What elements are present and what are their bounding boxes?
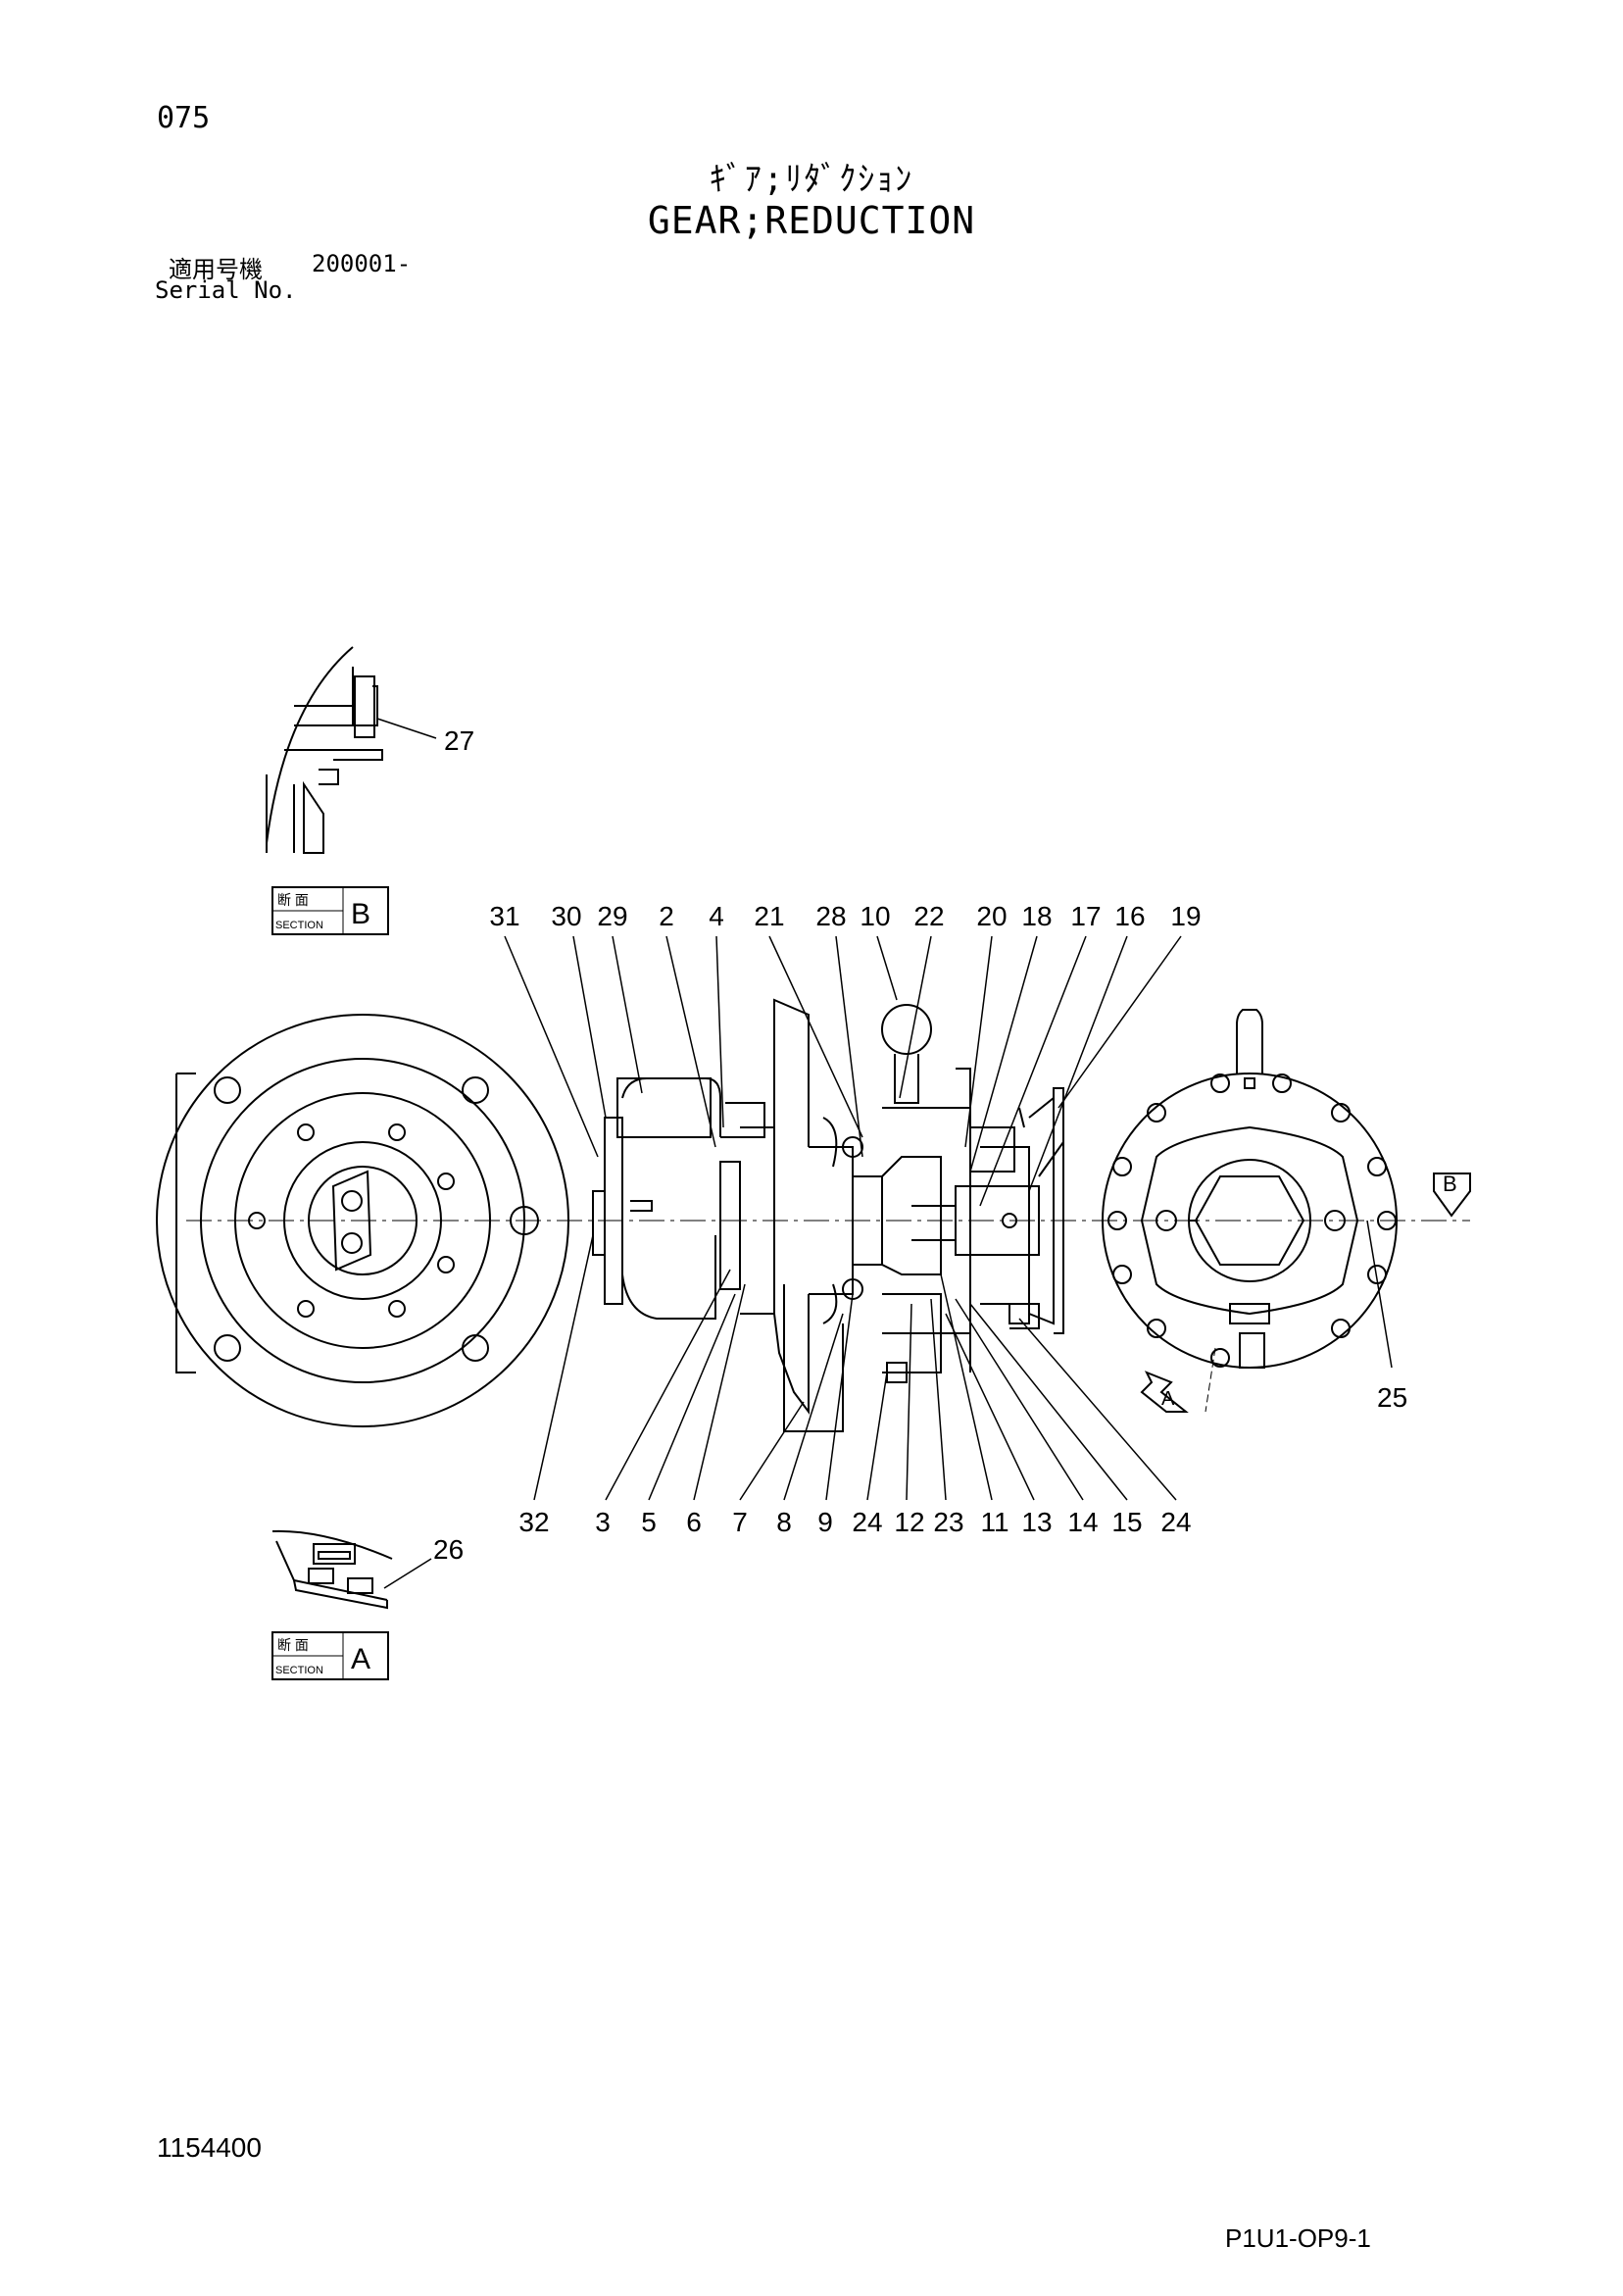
top-callout-31-0: 31: [489, 901, 519, 931]
top-callout-21-5: 21: [754, 901, 784, 931]
top-callout-22-8: 22: [913, 901, 944, 931]
top-callout-29-2: 29: [597, 901, 627, 931]
bottom-callout-9-6: 9: [817, 1507, 833, 1537]
callout-26: 26: [433, 1534, 464, 1565]
title-japanese: ｷﾞｱ;ﾘﾀﾞｸｼｮﾝ: [709, 160, 914, 199]
section-b-jp: 断 面: [277, 892, 309, 908]
top-callout-20-9: 20: [976, 901, 1007, 931]
bottom-callout-11-10: 11: [980, 1507, 1008, 1537]
top-callout-28-6: 28: [815, 901, 846, 931]
bottom-callout-5-2: 5: [641, 1507, 657, 1537]
bottom-callout-23-9: 23: [933, 1507, 963, 1537]
top-callout-2-3: 2: [659, 901, 674, 931]
section-b-en: SECTION: [275, 920, 323, 931]
serial-label-english: Serial No.: [155, 276, 297, 304]
leader-lines: [504, 935, 1393, 1501]
bottom-callout-7-4: 7: [732, 1507, 748, 1537]
top-callout-16-12: 16: [1114, 901, 1145, 931]
section-a-jp: 断 面: [277, 1637, 309, 1653]
section-b-detail: [266, 646, 437, 854]
page-code: P1U1-OP9-1: [1225, 2223, 1371, 2253]
drawing-number: 1154400: [157, 2132, 262, 2163]
section-a-detail: [271, 1529, 432, 1610]
bottom-callout-6-3: 6: [686, 1507, 702, 1537]
bottom-callout-15-13: 15: [1111, 1507, 1142, 1537]
bottom-callout-24-14: 24: [1160, 1507, 1191, 1537]
bottom-callout-12-8: 12: [894, 1507, 924, 1537]
view-arrow-a: [1140, 1371, 1189, 1413]
serial-label-japanese: 適用号機: [169, 257, 263, 283]
top-callout-10-7: 10: [860, 901, 890, 931]
bottom-callout-13-11: 13: [1021, 1507, 1052, 1537]
top-callout-18-10: 18: [1021, 901, 1052, 931]
center-section-view: [592, 998, 1064, 1432]
section-a-letter: A: [351, 1643, 370, 1675]
section-b-letter: B: [351, 898, 370, 930]
title-english: GEAR;REDUCTION: [647, 199, 976, 242]
top-callout-17-11: 17: [1070, 901, 1101, 931]
view-arrow-b: [1433, 1173, 1471, 1218]
bottom-callout-3-1: 3: [595, 1507, 611, 1537]
view-arrow-b-letter: B: [1443, 1172, 1457, 1196]
page-number: 075: [157, 101, 211, 135]
bottom-callout-14-12: 14: [1067, 1507, 1098, 1537]
serial-value: 200001-: [312, 250, 412, 277]
right-end-view: [1102, 1009, 1398, 1369]
top-callout-row: 31 30 29 2 4 21 28 10 22 20 18 17 16 19: [489, 901, 1201, 931]
section-a-en: SECTION: [275, 1665, 323, 1676]
top-callout-4-4: 4: [709, 901, 724, 931]
bottom-callout-24-7: 24: [852, 1507, 882, 1537]
bottom-callout-32-0: 32: [518, 1507, 549, 1537]
top-callout-30-1: 30: [551, 901, 581, 931]
view-arrow-a-letter: A: [1161, 1388, 1175, 1410]
callout-27: 27: [444, 725, 474, 756]
top-callout-19-13: 19: [1170, 901, 1201, 931]
callout-25: 25: [1377, 1382, 1407, 1413]
bottom-callout-8-5: 8: [776, 1507, 792, 1537]
